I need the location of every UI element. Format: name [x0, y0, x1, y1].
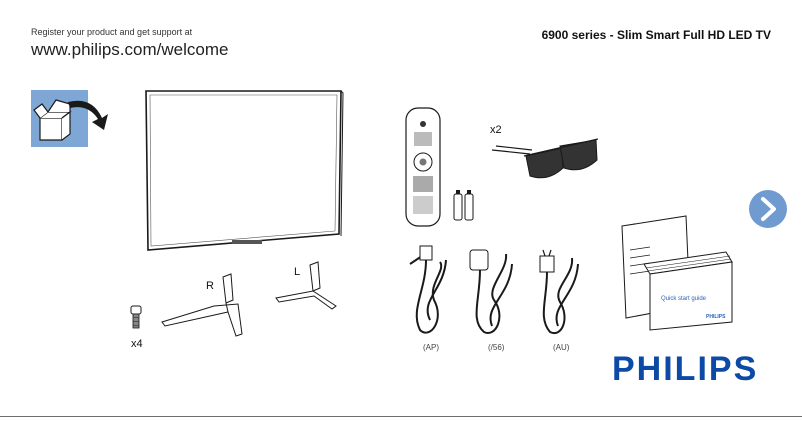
- quick-start-guide-icon: [621, 215, 733, 331]
- batteries-icon: [453, 190, 474, 221]
- guide-brand: PHILIPS: [706, 314, 726, 320]
- stand-right: [161, 273, 243, 337]
- screws-count: x4: [131, 338, 143, 350]
- power-cable-56-icon: [469, 249, 513, 334]
- glasses-count: x2: [490, 124, 502, 136]
- stand-right-label: R: [206, 280, 214, 292]
- 3d-glasses-icon: [491, 138, 599, 179]
- tv-illustration: [145, 90, 344, 251]
- chevron-right-icon: [761, 197, 776, 221]
- series-title: 6900 series - Slim Smart Full HD LED TV: [541, 28, 771, 42]
- guide-title: Quick start guide: [661, 296, 707, 302]
- next-button[interactable]: [749, 190, 787, 228]
- power-cable-au-icon: [539, 249, 579, 335]
- power-cable-ap-icon: [409, 245, 447, 334]
- website-link[interactable]: www.philips.com/welcome: [31, 40, 229, 59]
- register-text: Register your product and get support at: [31, 27, 193, 37]
- screw-icon: [130, 305, 142, 329]
- open-box-icon: [31, 90, 108, 147]
- stand-left: [275, 261, 337, 310]
- cable-label-au: (AU): [553, 343, 570, 352]
- cable-label-56: (/56): [488, 343, 505, 352]
- cable-label-ap: (AP): [423, 343, 439, 352]
- philips-logo: PHILIPS: [612, 350, 759, 388]
- bottom-divider: [0, 416, 802, 417]
- stand-left-label: L: [294, 266, 300, 278]
- remote-control-icon: [405, 107, 441, 227]
